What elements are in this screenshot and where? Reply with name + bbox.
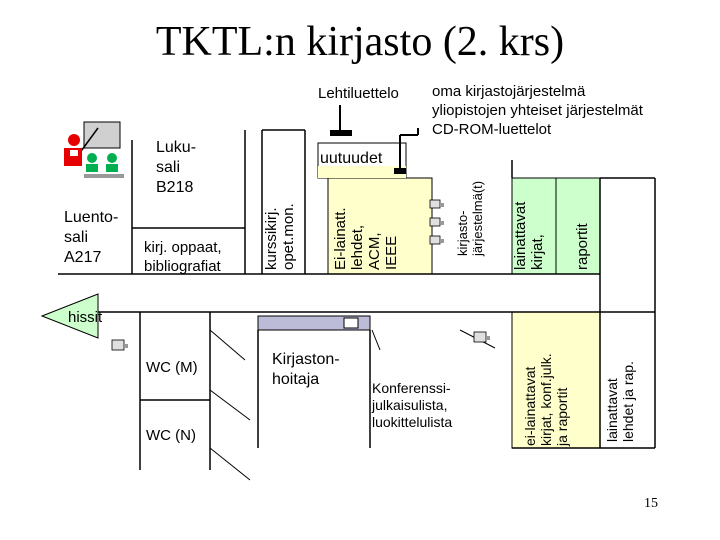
lukusali-line: sali [156,159,181,176]
konferenssi-line: julkaisulista, [372,397,448,413]
lukusali-line: Luku- [156,139,197,156]
luentosali-line: A217 [64,249,102,266]
lainattavat-kirjat-label: lainattavat kirjat, [512,201,546,270]
lukusali-label: Luku- sali B218 [156,138,196,198]
luentosali-label: Luento- sali A217 [64,208,118,268]
computer-icon [343,317,359,329]
kirj-oppaat-line: kirj. oppaat, [144,239,222,256]
konferenssi-label: Konferenssi- julkaisulista, luokitteluli… [372,380,452,431]
teacher-icon [64,121,124,178]
page-number: 15 [644,496,658,511]
wc-n-label: WC (N) [146,427,196,444]
system-line: oma kirjastojärjestelmä [432,83,586,100]
system-line: CD-ROM-luettelot [432,121,552,138]
kirjastonhoitaja-line: hoitaja [272,371,320,388]
konferenssi-line: Konferenssi- [372,380,451,396]
ei-lainatt-label: Ei-lainatt. lehdet, ACM, IEEE [332,207,400,270]
system-line: yliopistojen yhteiset järjestelmät [432,102,643,119]
kirjastonhoitaja-label: Kirjaston- hoitaja [272,350,340,390]
lehtiluettelo-label: Lehtiluettelo [318,85,399,102]
ei-lainattavat-kirjat-label: ei-lainattavat kirjat, konf.julk. ja rap… [522,353,570,446]
kirjastonhoitaja-line: Kirjaston- [272,351,340,368]
kurssikirj-label: kurssikirj. opet.mon. [263,203,297,270]
uutuudet-area [327,177,433,275]
lukusali-line: B218 [156,179,194,196]
luentosali-line: sali [64,229,89,246]
kirjastojarjestelma-label: kirjasto- järjestelmä(t) [455,180,485,256]
raportit-label: raportit [574,223,591,270]
luentosali-line: Luento- [64,209,119,226]
elevator-arrow [40,293,99,339]
page-title: TKTL:n kirjasto (2. krs) [155,19,565,65]
librarian-desk [257,315,371,331]
wc-m-label: WC (M) [146,359,198,376]
hissit-label: hissit [68,309,103,326]
kirj-oppaat-line: bibliografiat [144,258,221,275]
uutuudet-label: uutuudet [320,150,383,167]
lainattavat-lehdet-label: lainattavat lehdet ja rap. [604,361,636,442]
systems-list: oma kirjastojärjestelmä yliopistojen yht… [432,82,643,139]
ei-lainattavat-area [511,311,601,449]
kirj-oppaat-label: kirj. oppaat, bibliografiat [144,238,222,276]
konferenssi-line: luokittelulista [372,414,453,430]
